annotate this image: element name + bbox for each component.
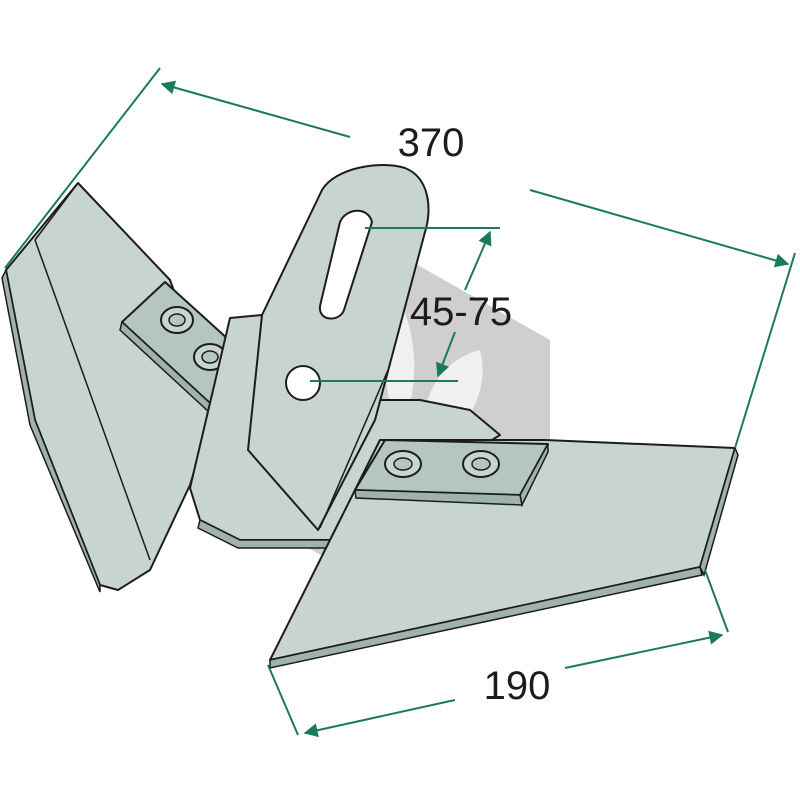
blade-extension-line-left [267, 664, 299, 736]
adjustment-slot [318, 209, 374, 320]
width-dimension-label: 370 [398, 121, 465, 165]
right-mounting-block [354, 439, 549, 508]
width-arrow-left [160, 80, 351, 138]
slot-arrow-up [464, 230, 492, 291]
blade-arrow-left [303, 699, 456, 738]
slot-dimension: 45-75 [310, 227, 512, 382]
width-arrow-right [529, 189, 790, 268]
width-extension-line-left [4, 67, 161, 269]
pivot-hole [285, 365, 321, 401]
slot-dimension-label: 45-75 [410, 290, 512, 334]
blade-arrow-right [564, 630, 724, 669]
shank-plate [247, 164, 430, 531]
slot-arrow-down [436, 331, 456, 378]
blade-dimension: 190 [267, 569, 729, 738]
width-dimension: 370 [4, 67, 796, 449]
blade-extension-line-right [704, 569, 729, 633]
blade-dimension-label: 190 [484, 664, 551, 708]
width-extension-line-right [734, 252, 796, 449]
